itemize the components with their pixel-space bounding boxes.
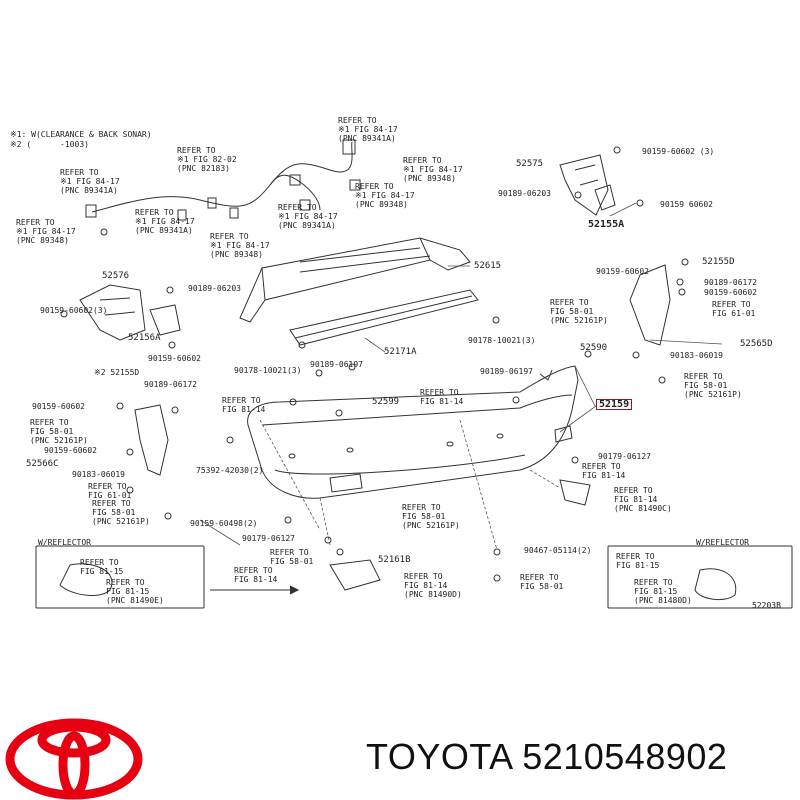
part-number-label: 75392-42030(2)	[196, 466, 264, 475]
reflector-lower	[329, 559, 381, 591]
side-bracket-52576	[79, 284, 146, 341]
refer-label: REFER TO ※1 FIG 84-17 (PNC 89348)	[210, 232, 270, 259]
refer-label: REFER TO ※1 FIG 84-17 (PNC 89341A)	[135, 208, 195, 235]
refer-label: REFER TO FIG 58-01 (PNC 52161P)	[550, 298, 608, 325]
part-number-label: 52590	[580, 343, 608, 353]
refer-label: REFER TO FIG 81-15 (PNC 81480D)	[634, 578, 692, 605]
harness-clip	[207, 197, 217, 209]
refer-label: REFER TO FIG 81-15	[616, 552, 660, 570]
part-number-label: 52155D	[702, 257, 735, 267]
part-number-label: 90159-60498(2)	[190, 519, 258, 528]
reflector-right	[559, 479, 591, 506]
inset-left-frame	[35, 545, 205, 609]
refer-label: REFER TO FIG 58-01 (PNC 52161P)	[30, 418, 88, 445]
bracket-52155A	[594, 184, 616, 211]
refer-label: REFER TO FIG 58-01 (PNC 52161P)	[92, 499, 150, 526]
part-number-label: 52599	[372, 397, 400, 407]
part-number-label: 90159-60602	[44, 446, 97, 455]
part-number-label: 52156A	[128, 333, 161, 343]
part-number-label: 90178-10021(3)	[234, 366, 302, 375]
harness-clip	[229, 207, 239, 219]
refer-label: REFER TO FIG 58-01	[520, 573, 564, 591]
side-bracket-52575	[559, 154, 609, 216]
part-number-label: 90159-60602	[596, 267, 649, 276]
harness-clip	[85, 204, 97, 218]
refer-label: REFER TO FIG 81-14	[234, 566, 278, 584]
note-2: ※2 ( -1003)	[10, 140, 89, 149]
refer-label: REFER TO FIG 81-14 (PNC 81490D)	[404, 572, 462, 599]
bracket-52156A	[149, 304, 181, 336]
part-number-label: 52565D	[740, 339, 773, 349]
refer-label: REFER TO FIG 81-14	[222, 396, 266, 414]
part-number-label: 52155A	[588, 219, 625, 230]
part-number-label: 90183-06019	[72, 470, 125, 479]
refer-label: REFER TO FIG 81-14	[420, 388, 464, 406]
refer-label: REFER TO ※1 FIG 84-17 (PNC 89348)	[355, 182, 415, 209]
part-number-label: 90183-06019	[670, 351, 723, 360]
part-number-label: 90467-05114(2)	[524, 546, 592, 555]
part-number-label: 90178-10021(3)	[468, 336, 536, 345]
diagram-artwork	[35, 139, 793, 609]
part-number-label: 52575	[516, 159, 544, 169]
refer-label: REFER TO ※1 FIG 84-17 (PNC 89348)	[403, 156, 463, 183]
part-number-label: 90189-06203	[188, 284, 241, 293]
refer-label: REFER TO FIG 58-01 (PNC 52161P)	[684, 372, 742, 399]
refer-label: REFER TO FIG 81-14	[582, 462, 626, 480]
bumper-reinforcement	[289, 289, 479, 346]
part-number-label: ※2 52155D	[94, 368, 140, 377]
refer-label: REFER TO ※1 FIG 82-02 (PNC 82183)	[177, 146, 237, 173]
part-number-label: 90159 60602	[660, 200, 713, 209]
refer-label: REFER TO FIG 58-01	[270, 548, 314, 566]
part-number-label: 52566C	[26, 459, 59, 469]
refer-label: REFER TO FIG 81-14 (PNC 81490C)	[614, 486, 672, 513]
inset-right-title: W/REFLECTOR	[696, 538, 749, 547]
harness-connector	[289, 174, 301, 186]
part-number-label: 90189-06197	[480, 367, 533, 376]
part-number-label: 90189-06172	[704, 278, 757, 287]
inset-left-title: W/REFLECTOR	[38, 538, 91, 547]
part-number-label: 52171A	[384, 347, 417, 357]
refer-label: REFER TO ※1 FIG 84-17 (PNC 89341A)	[278, 203, 338, 230]
retainer-right	[629, 264, 671, 346]
part-number-label: 90189-06197	[310, 360, 363, 369]
note-1: ※1: W(CLEARANCE & BACK SONAR)	[10, 130, 152, 139]
part-number-label: 90189-06203	[498, 189, 551, 198]
inset-right-frame	[607, 545, 793, 609]
figure-id: 52203B	[752, 601, 781, 610]
harness-connector	[299, 199, 311, 211]
harness-connector	[342, 139, 356, 155]
refer-label: REFER TO ※1 FIG 84-17 (PNC 89341A)	[338, 116, 398, 143]
part-number-label: 90159-60602	[704, 288, 757, 297]
fasteners	[60, 146, 689, 582]
part-number-label: 90159-60602 (3)	[642, 147, 715, 156]
retainer-left	[134, 404, 169, 476]
part-number-label: 52615	[474, 261, 502, 271]
part-number-label: 90159-60602	[148, 354, 201, 363]
refer-label: REFER TO FIG 58-01 (PNC 52161P)	[402, 503, 460, 530]
refer-label: REFER TO FIG 61-01	[88, 482, 132, 500]
part-number-label: 90179-06127	[242, 534, 295, 543]
harness-connector	[349, 179, 361, 191]
highlighted-part-number[interactable]: 52159	[596, 399, 633, 410]
bumper-cover	[247, 365, 579, 499]
refer-label: REFER TO FIG 81-15	[80, 558, 124, 576]
part-number-label: 52576	[102, 271, 130, 281]
refer-label: REFER TO FIG 81-15 (PNC 81490E)	[106, 578, 164, 605]
brand-part-number-title: TOYOTA 5210548902	[366, 736, 728, 777]
wire-harness	[91, 141, 353, 213]
energy-absorber	[239, 237, 471, 323]
part-number-label: 90179-06127	[598, 452, 651, 461]
harness-clip	[177, 209, 187, 221]
refer-label: REFER TO ※1 FIG 84-17 (PNC 89348)	[16, 218, 76, 245]
toyota-logo-icon	[5, 718, 143, 800]
part-number-label: 52161B	[378, 555, 411, 565]
refer-label: REFER TO FIG 61-01	[712, 300, 756, 318]
refer-label: REFER TO ※1 FIG 84-17 (PNC 89341A)	[60, 168, 120, 195]
part-number-label: 90159-60602	[32, 402, 85, 411]
part-number-label: 90189-06172	[144, 380, 197, 389]
part-number-label: 90159-60602(3)	[40, 306, 108, 315]
